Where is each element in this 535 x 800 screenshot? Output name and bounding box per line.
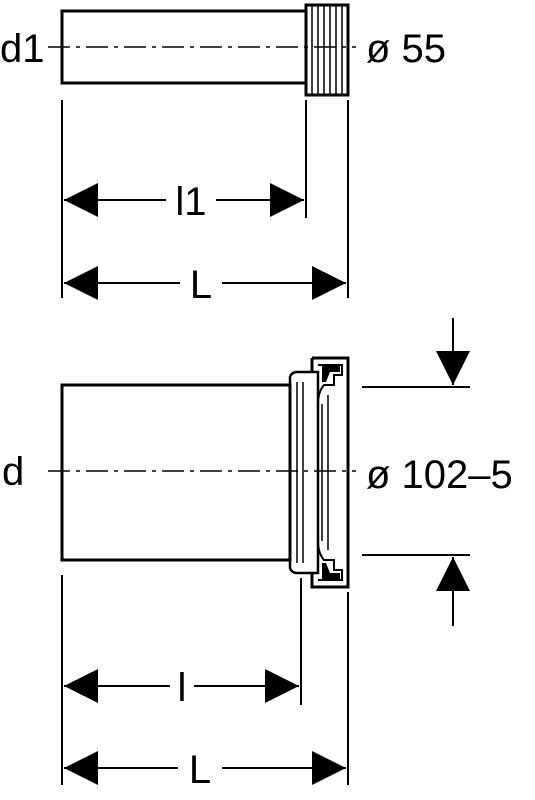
bottom-inner-length-label: l <box>178 666 187 710</box>
bottom-pipe-body <box>60 383 292 562</box>
top-diameter-label: d1 <box>0 27 45 71</box>
bottom-seal-ring <box>288 370 320 575</box>
top-inner-length-label: l1 <box>175 180 206 224</box>
top-overall-length-label: L <box>190 263 212 307</box>
top-pipe-drawing: d1 ø 55 l1 L <box>0 3 446 307</box>
bottom-diameter-label: d <box>2 450 24 494</box>
bottom-seal-socket <box>310 356 350 589</box>
bottom-diameter-value: ø 102–5 <box>366 453 513 497</box>
top-pipe-thread <box>304 3 350 97</box>
top-diameter-value: ø 55 <box>366 27 446 71</box>
bottom-pipe-drawing: d ø 102–5 l L <box>2 318 513 792</box>
bottom-overall-length-label: L <box>189 748 211 792</box>
